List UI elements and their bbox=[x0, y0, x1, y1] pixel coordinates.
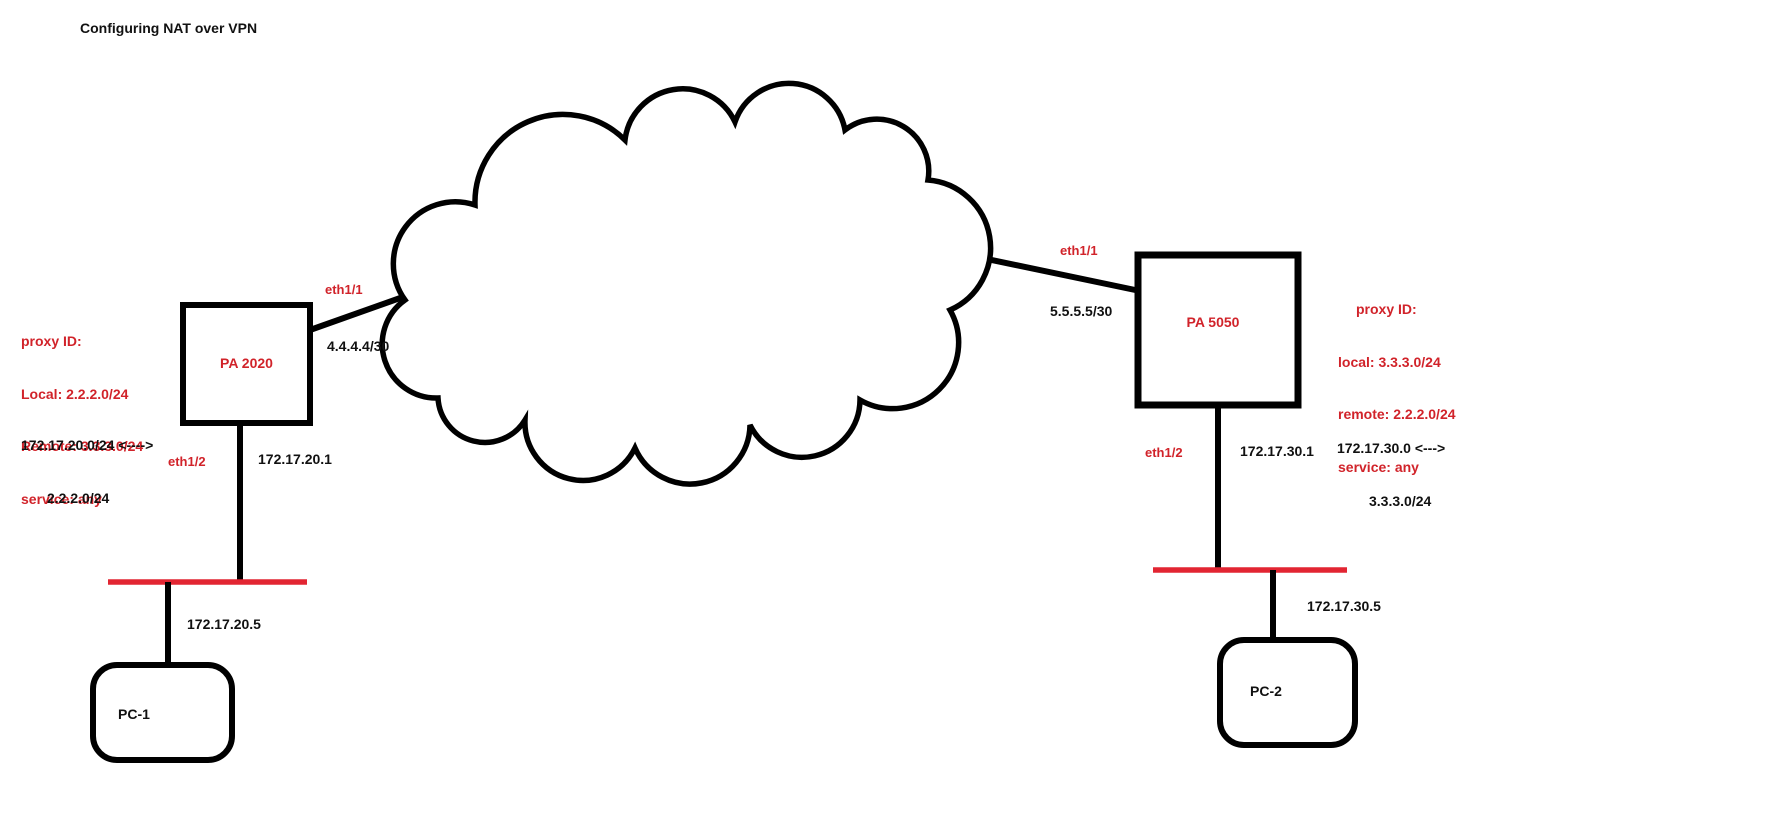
pc-2-box bbox=[1217, 637, 1358, 748]
pc-2-label: PC-2 bbox=[1250, 683, 1282, 699]
pa-2020-box bbox=[180, 302, 313, 426]
right-lan-ip-label: 172.17.30.1 bbox=[1240, 443, 1314, 459]
left-proxy-id-line-1: proxy ID: bbox=[21, 333, 82, 349]
right-lan-interface-label: eth1/2 bbox=[1145, 445, 1183, 460]
diagram-title: Configuring NAT over VPN bbox=[80, 20, 258, 36]
right-proxy-id-line-3: remote: 2.2.2.0/24 bbox=[1338, 406, 1456, 422]
right-nat-mapping-line-1: 172.17.30.0 <---> bbox=[1337, 440, 1446, 456]
left-wan-interface-label: eth1/1 bbox=[325, 282, 363, 297]
left-nat-mapping: 172.17.20.0/24 <----> 2.2.2.0/24 bbox=[21, 402, 153, 542]
left-wan-ip-label: 4.4.4.4/30 bbox=[327, 338, 390, 354]
left-lan-interface-label: eth1/2 bbox=[168, 454, 206, 469]
right-wan-ip-label: 5.5.5.5/30 bbox=[1050, 303, 1113, 319]
pc-1-label: PC-1 bbox=[118, 706, 150, 722]
right-wan-interface-label: eth1/1 bbox=[1060, 243, 1098, 258]
left-nat-mapping-line-2: 2.2.2.0/24 bbox=[47, 489, 110, 506]
right-proxy-id-block: proxy ID: local: 3.3.3.0/24 remote: 2.2.… bbox=[1338, 266, 1456, 511]
right-nat-mapping: 172.17.30.0 <---> 3.3.3.0/24 bbox=[1337, 405, 1445, 545]
pa-5050-box bbox=[1134, 251, 1302, 409]
right-proxy-id-line-1: proxy ID: bbox=[1356, 301, 1417, 317]
pa-5050-label: PA 5050 bbox=[1186, 314, 1240, 331]
right-nat-mapping-line-2: 3.3.3.0/24 bbox=[1369, 492, 1432, 509]
left-lan-ip-label: 172.17.20.1 bbox=[258, 451, 332, 467]
pc-1-box bbox=[90, 662, 235, 763]
internet-cloud-icon bbox=[379, 80, 994, 487]
left-host-ip-label: 172.17.20.5 bbox=[187, 616, 261, 632]
right-proxy-id-line-2: local: 3.3.3.0/24 bbox=[1338, 353, 1441, 370]
left-proxy-id-line-3: Remote: 3.3.3.0/24 bbox=[21, 438, 144, 454]
right-host-ip-label: 172.17.30.5 bbox=[1307, 598, 1381, 614]
left-proxy-id-line-4: service: any bbox=[21, 490, 102, 507]
right-proxy-id-line-4: service: any bbox=[1338, 458, 1419, 475]
left-proxy-id-block: proxy ID: Local: 2.2.2.0/24 Remote: 3.3.… bbox=[21, 298, 143, 543]
left-proxy-id-line-2: Local: 2.2.2.0/24 bbox=[21, 385, 129, 402]
pa-2020-label: PA 2020 bbox=[220, 355, 273, 372]
left-nat-mapping-line-1: 172.17.20.0/24 <----> bbox=[21, 437, 154, 453]
